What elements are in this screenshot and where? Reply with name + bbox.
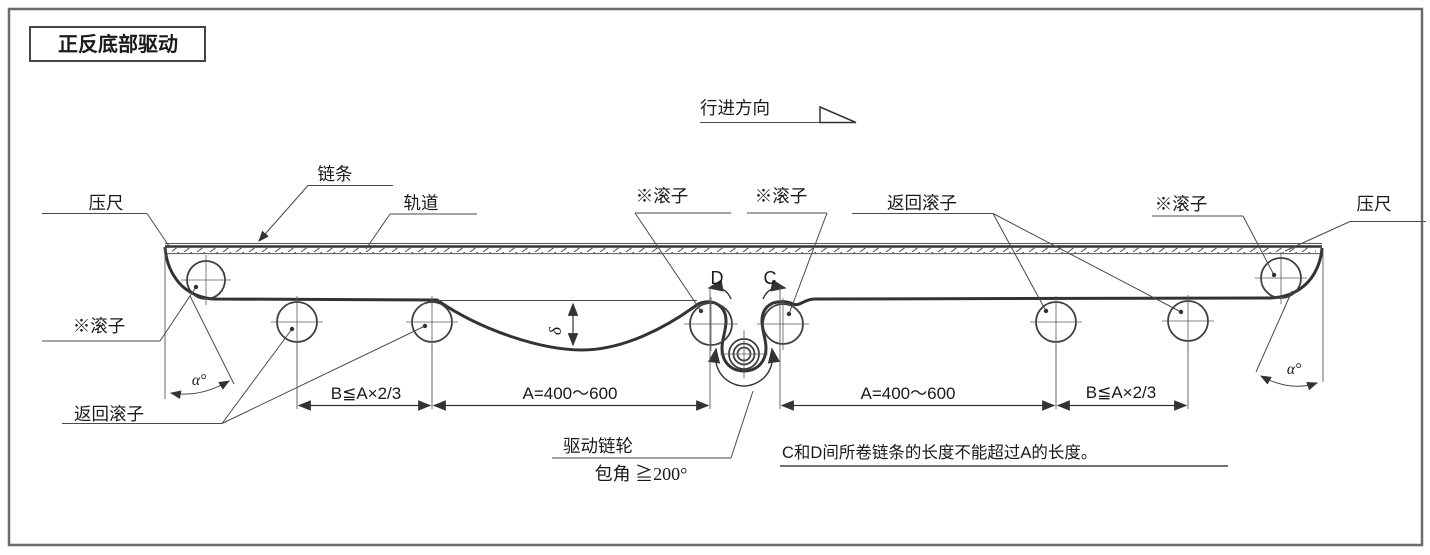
press-bar-left-label: 压尺 — [89, 193, 124, 213]
drive-sprocket-label: 驱动链轮 — [563, 436, 633, 456]
point-d-label: D — [711, 268, 724, 288]
delta-symbol: δ — [546, 326, 565, 335]
dim-a-right: A=400～600 — [861, 384, 956, 403]
roller-left-label: ※滚子 — [73, 316, 126, 336]
return-rollers-left-label: 返回滚子 — [74, 404, 144, 424]
chain-label: 链条 — [318, 164, 353, 184]
sag-dimension: δ — [546, 302, 579, 347]
callouts: 链条 轨道 压尺 ※滚子 返回滚子 ※滚子 — [42, 164, 1426, 484]
arrow-over-c-icon — [762, 279, 787, 300]
roller-end-right — [1255, 252, 1307, 304]
drawing-border — [7, 7, 1424, 547]
callout-drive-sprocket: 驱动链轮 包角 ≧200° — [552, 390, 754, 484]
callout-return-rollers-right: 返回滚子 — [852, 193, 1184, 315]
roller-c — [757, 298, 809, 350]
callout-chain: 链条 — [258, 164, 393, 242]
title-box-frame — [29, 26, 206, 62]
callout-press-bar-right: 压尺 — [1284, 194, 1426, 252]
return-roller-2 — [406, 296, 458, 348]
travel-direction-label: 行进方向 — [700, 98, 770, 118]
dim-a-left: A=400～600 — [523, 384, 618, 403]
dim-b-right: B≦A×2/3 — [1086, 383, 1156, 402]
extension-lines — [164, 247, 1324, 409]
travel-direction: 行进方向 — [700, 98, 857, 124]
callout-return-rollers-left: 返回滚子 — [62, 323, 428, 424]
alpha-angle-left: α° — [169, 295, 235, 400]
top-rail — [165, 243, 1322, 255]
roller-end-left — [181, 255, 231, 305]
callout-roller-center-left: ※滚子 — [634, 186, 731, 314]
roller-center-right-label: ※滚子 — [755, 186, 808, 206]
alpha-right-arc — [1260, 375, 1319, 391]
alpha-left-label: α° — [192, 372, 206, 389]
roller-d — [684, 297, 738, 351]
title-box: 正反底部驱动 — [29, 26, 206, 62]
chain-lower-run — [163, 246, 1324, 373]
dim-b-left: B≦A×2/3 — [331, 384, 401, 403]
roller-center-left-label: ※滚子 — [636, 186, 689, 206]
rail-hatching — [172, 247, 1316, 254]
press-bar-right-label: 压尺 — [1357, 194, 1392, 214]
arrow-over-d-icon — [707, 279, 732, 300]
callout-press-bar-left: 压尺 — [42, 193, 170, 247]
callout-roller-right: ※滚子 — [1152, 194, 1277, 278]
callout-roller-center-right: ※滚子 — [747, 186, 828, 317]
wrap-angle-label: 包角 ≧200° — [595, 464, 688, 484]
return-roller-3 — [1030, 296, 1082, 348]
note-block: C和D间所卷链条的长度不能超过A的长度。 — [780, 443, 1228, 467]
return-rollers-right-label: 返回滚子 — [887, 193, 957, 213]
travel-direction-arrow-icon — [819, 105, 857, 124]
alpha-left-arc — [169, 380, 230, 400]
sprocket-wrap-arrow-icon — [707, 347, 781, 387]
roller-right-label: ※滚子 — [1155, 194, 1208, 214]
callout-roller-left: ※滚子 — [42, 284, 199, 342]
alpha-angle-right: α° — [1255, 290, 1319, 391]
alpha-right-label: α° — [1287, 361, 1301, 378]
return-roller-1 — [271, 296, 323, 348]
movement-arrows — [707, 279, 787, 387]
note-text: C和D间所卷链条的长度不能超过A的长度。 — [782, 443, 1097, 462]
callout-rail: 轨道 — [365, 193, 477, 250]
point-c-label: C — [764, 268, 777, 288]
rail-label: 轨道 — [404, 193, 439, 213]
return-roller-4 — [1162, 295, 1214, 347]
rollers — [181, 252, 1307, 351]
dimension-lines: B≦A×2/3 A=400～600 A=400～600 B≦A×2/3 — [297, 383, 1188, 411]
drawing-title: 正反底部驱动 — [58, 32, 178, 56]
